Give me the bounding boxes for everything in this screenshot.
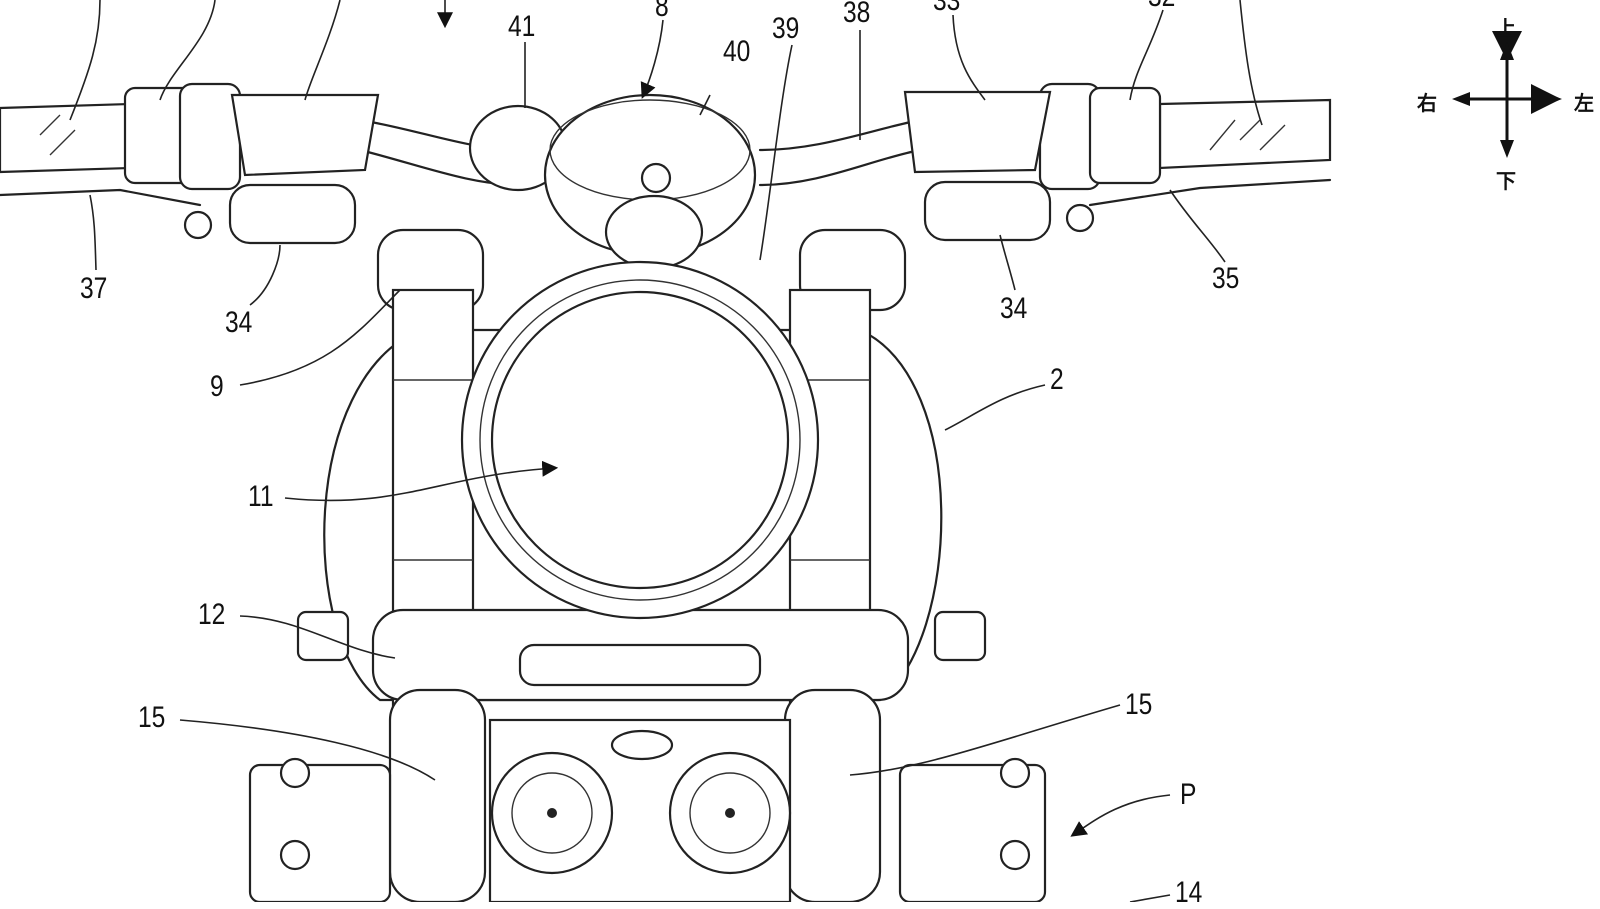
front-fork xyxy=(371,228,910,902)
meter-cluster xyxy=(468,93,757,270)
label-P: P xyxy=(1180,778,1197,811)
direction-left-label: 左 xyxy=(1574,91,1594,115)
headlight xyxy=(460,260,820,620)
direction-down-label: 下 xyxy=(1496,169,1516,193)
label-32: 32 xyxy=(1148,0,1175,12)
label-39: 39 xyxy=(772,12,800,45)
leader-lines xyxy=(69,0,1263,902)
label-2: 2 xyxy=(1050,363,1064,396)
label-12: 12 xyxy=(198,598,226,631)
label-41: 41 xyxy=(508,10,536,43)
label-11: 11 xyxy=(248,480,274,513)
label-34-right: 34 xyxy=(1000,292,1028,325)
handlebar xyxy=(0,82,1332,245)
label-38: 38 xyxy=(843,0,871,29)
label-8: 8 xyxy=(655,0,669,23)
direction-right-label: 右 xyxy=(1417,91,1437,115)
label-35: 35 xyxy=(1212,262,1240,295)
label-37: 37 xyxy=(80,272,108,305)
label-15-right: 15 xyxy=(1125,688,1153,721)
label-33: 33 xyxy=(933,0,961,17)
label-40: 40 xyxy=(723,35,751,68)
label-9: 9 xyxy=(210,370,224,403)
direction-up-label: 上 xyxy=(1496,16,1516,40)
label-15-left: 15 xyxy=(138,701,166,734)
label-14: 14 xyxy=(1175,876,1203,909)
direction-indicator-arrows xyxy=(1452,42,1562,158)
label-34-left: 34 xyxy=(225,306,253,339)
lower-assembly xyxy=(248,718,1047,902)
